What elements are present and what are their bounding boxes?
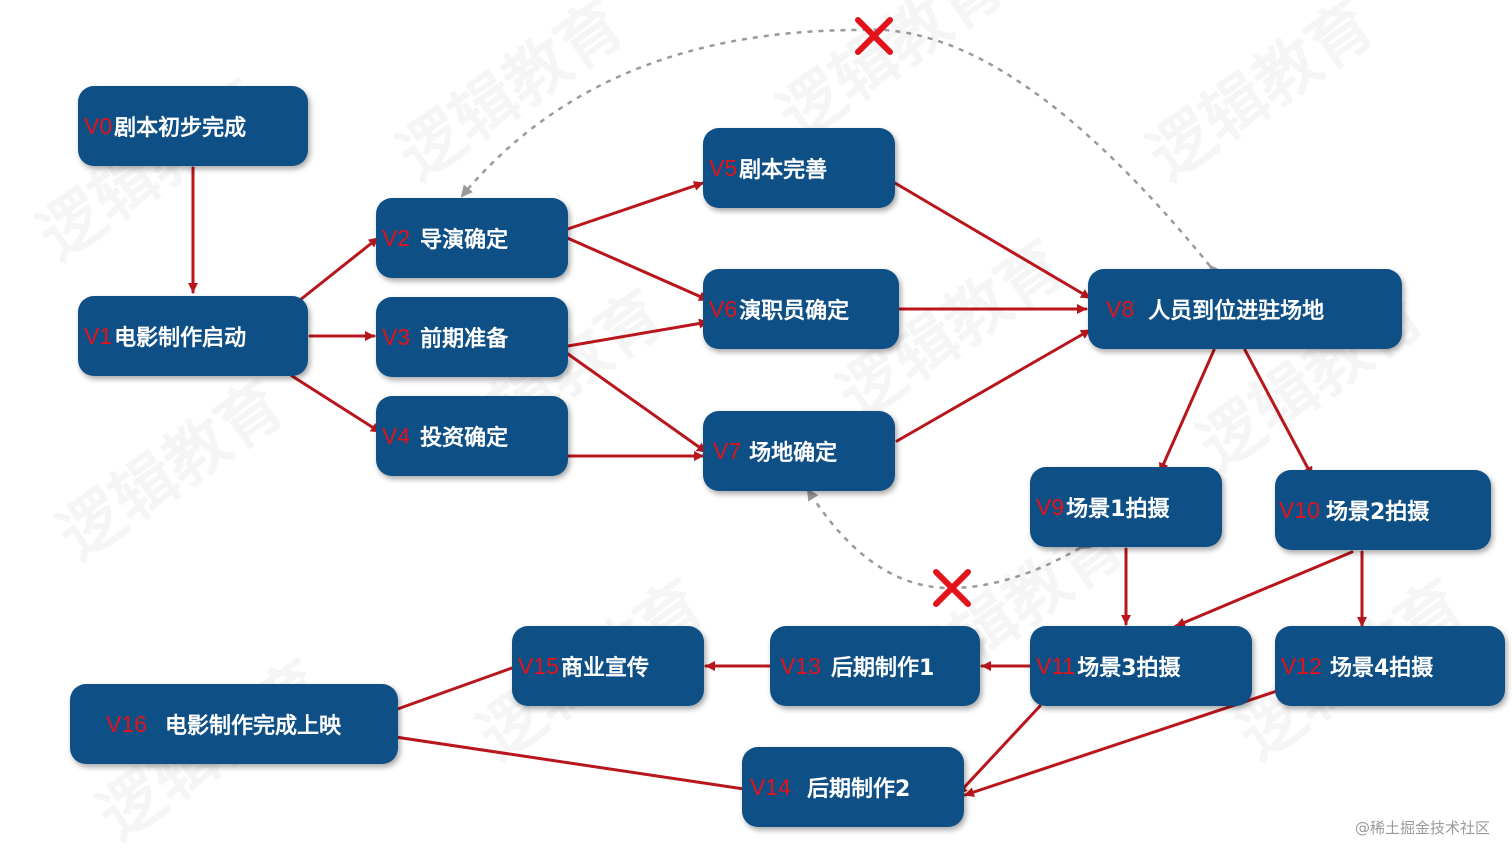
- node-id: V2: [382, 224, 411, 251]
- edge-v12-v14: [963, 688, 1282, 797]
- node-id: V16: [106, 710, 147, 737]
- node-id: V10: [1279, 496, 1320, 523]
- cross-icon: [933, 569, 971, 607]
- node-id: V6: [709, 295, 738, 322]
- edge-v15-v16: [376, 666, 514, 718]
- node-id: V1: [84, 322, 113, 349]
- node-label: 剧本初步完成: [114, 116, 247, 141]
- edge-v1-v2: [298, 236, 380, 302]
- edge-v2-v6: [554, 231, 710, 302]
- node-id: V4: [382, 422, 411, 449]
- edge-v10-v11: [1174, 550, 1354, 628]
- node-id: V13: [780, 652, 821, 679]
- node-id: V15: [518, 652, 559, 679]
- node-label: 后期制作1: [830, 656, 935, 681]
- node-label: 电影制作启动: [114, 326, 247, 351]
- node-v7: V7 场地确定: [703, 411, 895, 491]
- node-v4: V4 投资确定: [376, 396, 568, 476]
- node-label: 场景4拍摄: [1329, 656, 1434, 681]
- node-v12: V12 场景4拍摄: [1275, 626, 1505, 706]
- node-label: 商业宣传: [560, 656, 649, 681]
- node-v16: V16 电影制作完成上映: [70, 684, 398, 764]
- edge-v3-v7: [566, 352, 708, 454]
- node-v13: V13 后期制作1: [770, 626, 980, 706]
- edge-v5-v8: [893, 181, 1092, 300]
- node-v8: V8 人员到位进驻场地: [1088, 269, 1402, 349]
- edge-v14-v16: [380, 731, 746, 791]
- node-label: 剧本完善: [739, 158, 828, 183]
- node-label: 前期准备: [420, 327, 509, 352]
- node-v3: V3 前期准备: [376, 297, 568, 377]
- edge-v8-v10: [1243, 348, 1314, 478]
- edge-v11-v14: [956, 704, 1042, 796]
- invalid-edge-v9-v7: [806, 488, 1092, 590]
- invalid-edge-v8-v2: [460, 28, 1221, 278]
- node-v14: V14 后期制作2: [742, 747, 964, 827]
- node-id: V7: [713, 437, 742, 464]
- node-label: 投资确定: [420, 426, 509, 451]
- node-id: V11: [1036, 652, 1076, 679]
- edge-v3-v6: [566, 318, 710, 348]
- node-id: V14: [750, 773, 791, 800]
- node-id: V9: [1036, 493, 1065, 520]
- node-id: V3: [382, 323, 411, 350]
- node-label: 人员到位进驻场地: [1148, 299, 1325, 324]
- invalid-edges-layer: [460, 17, 1221, 607]
- node-label: 电影制作完成上映: [164, 714, 341, 739]
- edge-v7-v8: [895, 328, 1092, 443]
- node-label: 场景3拍摄: [1077, 656, 1181, 681]
- footer-credit: @稀土掘金技术社区: [1354, 819, 1490, 837]
- node-label: 场景1拍摄: [1066, 497, 1170, 522]
- edge-v2-v5: [554, 181, 705, 235]
- node-id: V5: [709, 154, 738, 181]
- edge-v1-v4: [290, 374, 382, 434]
- node-label: 后期制作2: [806, 777, 911, 802]
- cross-icon: [855, 17, 893, 55]
- node-v2: V2 导演确定: [376, 198, 568, 278]
- node-label: 演职员确定: [739, 299, 850, 324]
- node-label: 导演确定: [420, 228, 509, 253]
- node-label: 场地确定: [749, 441, 838, 466]
- node-id: V8: [1106, 295, 1135, 322]
- node-label: 场景2拍摄: [1325, 500, 1430, 525]
- edge-v8-v9: [1158, 348, 1216, 474]
- node-id: V0: [84, 112, 113, 139]
- node-id: V12: [1281, 652, 1322, 679]
